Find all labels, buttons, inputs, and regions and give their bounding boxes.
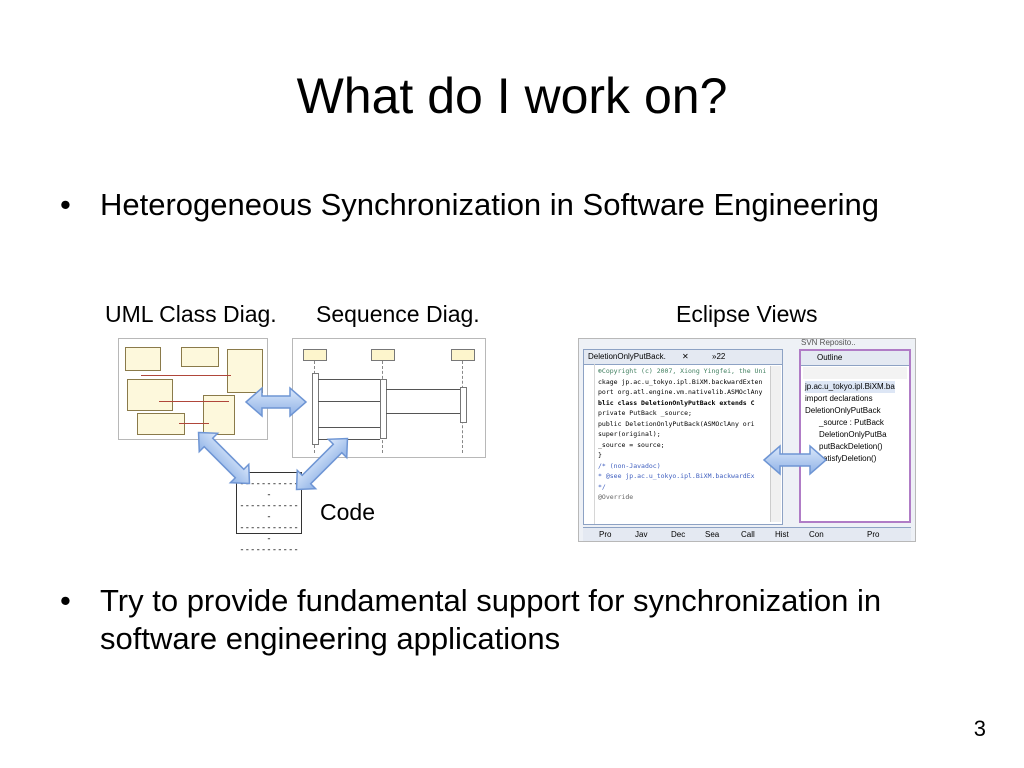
outline-item-imports[interactable]: import declarations bbox=[805, 394, 873, 403]
bottom-tab-sea[interactable]: Sea bbox=[705, 530, 720, 539]
double-arrow-eclipse-views-icon bbox=[762, 444, 828, 476]
bottom-tab-pro[interactable]: Pro bbox=[599, 530, 612, 539]
bottom-tab-hist[interactable]: Hist bbox=[775, 530, 789, 539]
bullet-text-heterogeneous-sync: Heterogeneous Synchronization in Softwar… bbox=[100, 187, 879, 222]
double-arrow-sequence-code-icon bbox=[295, 437, 349, 491]
eclipse-bottom-tab-strip: Pro Jav Dec Sea Call Hist Con Pro bbox=[583, 527, 911, 541]
code-document-icon: ------------ ------------ ------------ -… bbox=[236, 472, 302, 555]
sequence-diagram-thumbnail bbox=[292, 338, 486, 458]
sync-arrows-left bbox=[197, 386, 349, 491]
outline-item-class[interactable]: DeletionOnlyPutBack bbox=[805, 406, 881, 415]
double-arrow-uml-code-icon bbox=[197, 431, 251, 485]
eclipse-editor-pane: DeletionOnlyPutBack. »22 ✕ ⊕Copyright (c… bbox=[583, 349, 783, 525]
uml-class-diagram-thumbnail bbox=[118, 338, 268, 440]
bullet-marker-2: • bbox=[60, 583, 71, 618]
outline-item-putbackdeletion[interactable]: putBackDeletion() bbox=[819, 442, 883, 451]
outline-item-satisfydeletion[interactable]: satisfyDeletion() bbox=[819, 454, 877, 463]
caption-uml-class-diagram: UML Class Diag. bbox=[105, 301, 277, 327]
editor-vertical-scrollbar[interactable] bbox=[770, 366, 781, 522]
bottom-tab-jav[interactable]: Jav bbox=[635, 530, 648, 539]
bullet-text-fundamental-support: Try to provide fundamental support for s… bbox=[100, 583, 882, 656]
bullet-marker-1: • bbox=[60, 187, 71, 222]
double-arrow-uml-sequence-icon bbox=[244, 386, 308, 418]
caption-eclipse-views: Eclipse Views bbox=[676, 301, 818, 327]
close-icon[interactable]: ✕ bbox=[682, 352, 689, 361]
outline-item-package[interactable]: jp.ac.u_tokyo.ipl.BiXM.ba bbox=[805, 381, 895, 393]
caption-sequence-diagram: Sequence Diag. bbox=[316, 301, 480, 327]
eclipse-editor-tab[interactable]: DeletionOnlyPutBack. bbox=[588, 352, 666, 361]
bottom-tab-con[interactable]: Con bbox=[809, 530, 824, 539]
slide-title: What do I work on? bbox=[296, 68, 728, 124]
bottom-tab-pro-2[interactable]: Pro bbox=[867, 530, 880, 539]
eclipse-editor-tab-overflow[interactable]: »22 bbox=[712, 352, 726, 361]
bottom-tab-call[interactable]: Call bbox=[741, 530, 755, 539]
eclipse-outline-tab[interactable]: Outline bbox=[817, 353, 843, 362]
eclipse-views-screenshot: DeletionOnlyPutBack. »22 ✕ ⊕Copyright (c… bbox=[578, 338, 916, 542]
eclipse-outline-pane: Outline jp.ac.u_tokyo.ipl.BiXM.ba import… bbox=[799, 349, 911, 523]
eclipse-svn-repository-tab[interactable]: SVN Reposito.. bbox=[801, 338, 856, 347]
outline-item-constructor[interactable]: DeletionOnlyPutBa bbox=[819, 430, 887, 439]
bottom-tab-dec[interactable]: Dec bbox=[671, 530, 686, 539]
outline-item-field[interactable]: _source : PutBack bbox=[819, 418, 884, 427]
slide-number: 3 bbox=[973, 716, 986, 741]
caption-code: Code bbox=[320, 499, 375, 525]
